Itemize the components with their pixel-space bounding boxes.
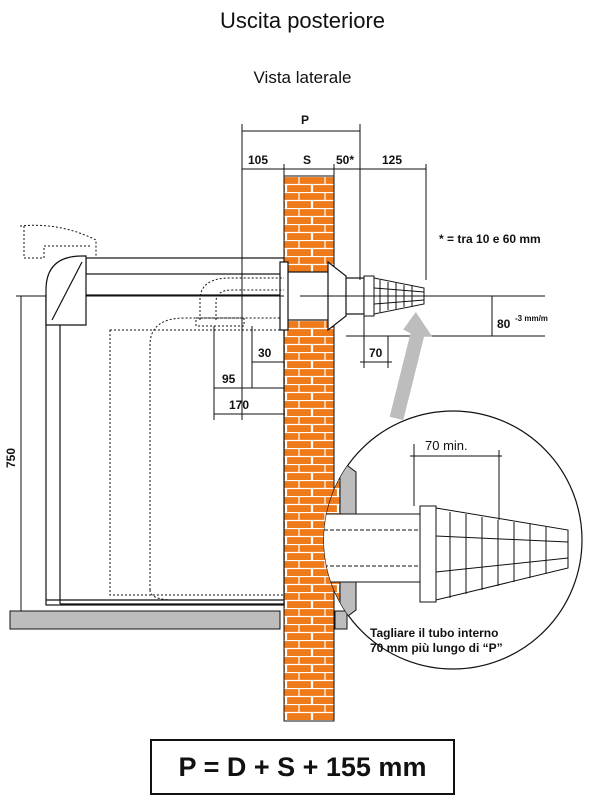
- floor-slab: [9, 610, 281, 630]
- diagram-subtitle: Vista laterale: [253, 68, 352, 87]
- dim-80-label: 80: [497, 317, 511, 331]
- dim-170-label: 170: [229, 398, 249, 412]
- tolerance-note: * = tra 10 e 60 mm: [439, 232, 541, 246]
- dim-750-label: 750: [4, 448, 18, 468]
- dim-70-min-label: 70 min.: [425, 438, 468, 453]
- alternative-elbow: [19, 224, 284, 327]
- diagram-title: Uscita posteriore: [219, 8, 386, 33]
- instruction-line-1: Tagliare il tubo interno: [370, 626, 498, 640]
- dim-s-label: S: [303, 153, 311, 167]
- formula-text: P = D + S + 155 mm: [178, 751, 427, 782]
- dim-105-label: 105: [248, 153, 268, 167]
- dim-50-label: 50*: [336, 153, 354, 167]
- floor-slab-right: [334, 610, 348, 630]
- boiler-unit: [45, 294, 285, 606]
- dim-95-label: 95: [222, 372, 236, 386]
- formula-box: P = D + S + 155 mm: [150, 739, 455, 795]
- top-dimensions: [241, 124, 427, 420]
- dim-125-label: 125: [382, 153, 402, 167]
- dim-30-label: 30: [258, 346, 272, 360]
- dim-750-lines: [16, 295, 46, 611]
- dim-70-lines: [360, 316, 392, 368]
- brick-wall: [283, 175, 335, 722]
- dim-p-label: P: [301, 113, 309, 127]
- dim-80-tolerance: -3 mm/m: [515, 314, 548, 323]
- instruction-line-2: 70 mm più lungo di “P”: [370, 641, 503, 655]
- detail-view: 70 min. Tagliare il tubo interno 70 mm p…: [323, 410, 583, 670]
- dim-70-label: 70: [369, 346, 383, 360]
- inner-tank: [109, 317, 285, 601]
- detail-pointer-arrow: [389, 311, 433, 421]
- inner-dimensions: [213, 326, 284, 420]
